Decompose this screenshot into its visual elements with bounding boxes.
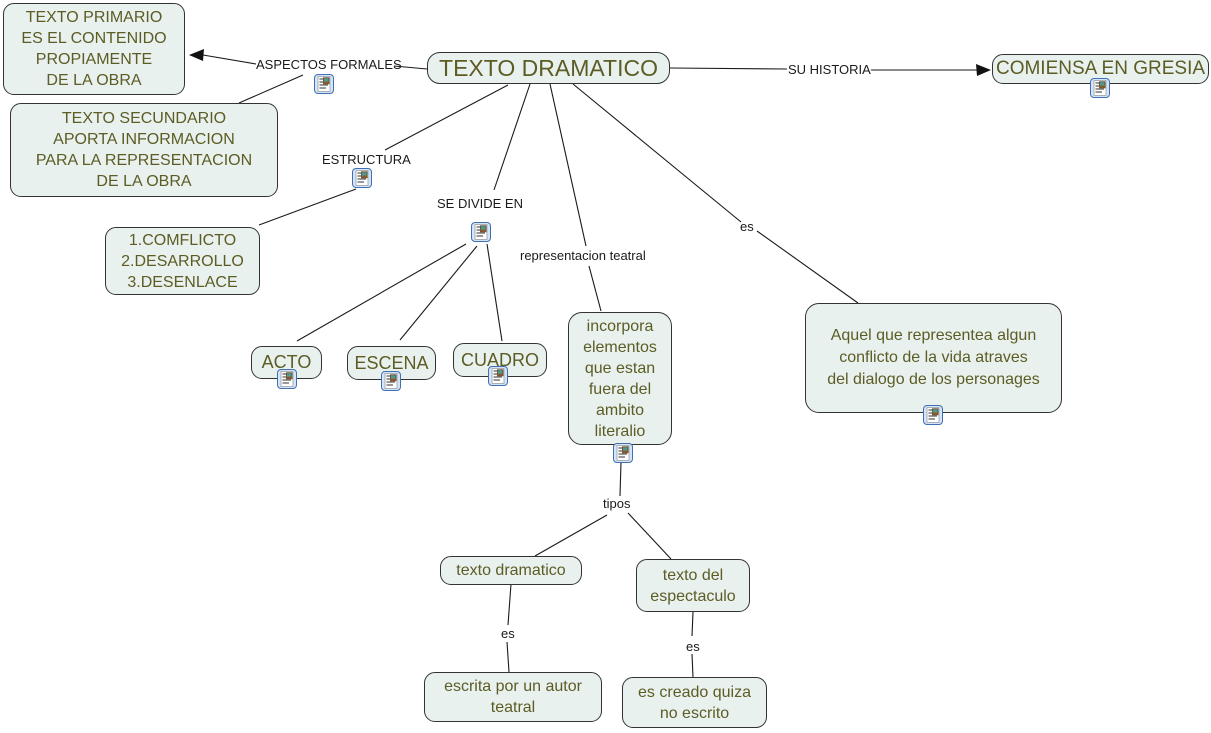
node-texto-del-espectaculo[interactable]: texto del espectaculo (636, 559, 750, 612)
link-se-divide-en[interactable]: SE DIVIDE EN (437, 196, 523, 211)
node-acto[interactable]: ACTO (251, 346, 322, 379)
resource-icon[interactable] (314, 74, 334, 94)
resource-icon[interactable] (381, 371, 401, 391)
node-aquel-que-representea[interactable]: Aquel que representea algun conflicto de… (805, 303, 1062, 413)
resource-icon[interactable] (277, 369, 297, 389)
node-incorpora-elementos[interactable]: incorpora elementos que estan fuera del … (568, 312, 672, 445)
resource-icon[interactable] (613, 443, 633, 463)
link-es-espectaculo[interactable]: es (686, 639, 700, 654)
node-escrita-por-autor[interactable]: escrita por un autor teatral (424, 672, 602, 722)
link-tipos[interactable]: tipos (603, 496, 631, 511)
resource-icon[interactable] (352, 168, 372, 188)
node-texto-dramatico-tipo[interactable]: texto dramatico (440, 556, 582, 585)
link-aspectos-formales[interactable]: ASPECTOS FORMALES (256, 57, 402, 72)
link-es-definicion[interactable]: es (740, 219, 754, 234)
link-representacion-teatral[interactable]: representacion teatral (520, 248, 646, 263)
link-su-historia[interactable]: SU HISTORIA (788, 62, 871, 77)
resource-icon[interactable] (1090, 78, 1110, 98)
node-es-creado-quiza[interactable]: es creado quiza no escrito (622, 677, 767, 728)
link-es-texto-dramatico[interactable]: es (501, 626, 515, 641)
arrowhead-icon (189, 49, 991, 76)
node-cuadro[interactable]: CUADRO (453, 343, 547, 377)
link-estructura[interactable]: ESTRUCTURA (322, 152, 411, 167)
node-texto-primario[interactable]: TEXTO PRIMARIO ES EL CONTENIDO PROPIAMEN… (3, 3, 185, 95)
node-comiensa-en-gresia[interactable]: COMIENSA EN GRESIA (992, 54, 1209, 84)
resource-icon[interactable] (471, 222, 491, 242)
node-comflicto-desarrollo-desenlace[interactable]: 1.COMFLICTO 2.DESARROLLO 3.DESENLACE (105, 227, 260, 295)
resource-icon[interactable] (923, 405, 943, 425)
node-texto-dramatico-title[interactable]: TEXTO DRAMATICO (427, 52, 670, 84)
node-texto-secundario[interactable]: TEXTO SECUNDARIO APORTA INFORMACION PARA… (10, 103, 278, 197)
resource-icon[interactable] (488, 366, 508, 386)
